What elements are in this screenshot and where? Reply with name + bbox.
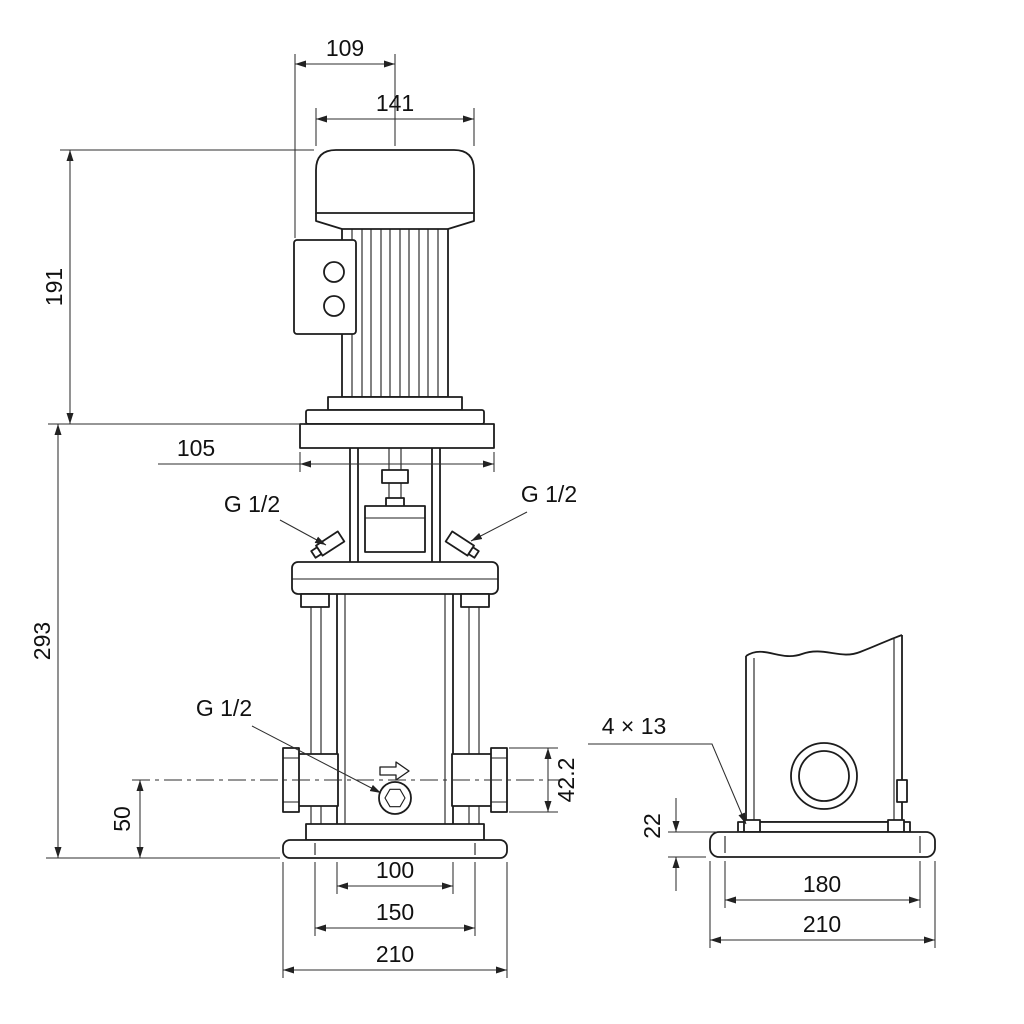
dimension-210-side: 210 — [709, 861, 936, 948]
dimension-210-side-label: 210 — [803, 911, 841, 937]
discharge-flange-ticks — [491, 757, 507, 803]
head-plate — [299, 423, 495, 449]
tie-rods — [310, 594, 480, 824]
dimension-191-label: 191 — [41, 268, 67, 306]
dimension-150-label: 150 — [376, 899, 414, 925]
dimension-191: 191 — [41, 149, 314, 425]
dimension-50: 50 — [109, 780, 144, 858]
shaft-collar — [381, 469, 409, 484]
dimension-180: 180 — [724, 861, 921, 908]
dimension-105-label: 105 — [177, 435, 215, 461]
plug-label-drain: G 1/2 — [196, 695, 382, 794]
side-port-inner — [798, 750, 850, 802]
dimension-210-front-label: 210 — [376, 941, 414, 967]
plug-drain-label: G 1/2 — [196, 695, 252, 721]
dimension-141: 141 — [315, 90, 475, 146]
dimension-42-2-label: 42.2 — [553, 758, 579, 803]
motor-fan-cover — [315, 149, 475, 214]
lantern-posts — [349, 448, 441, 562]
drain-plug-hex — [384, 788, 406, 808]
dimension-150: 150 — [314, 862, 476, 936]
dimension-100-label: 100 — [376, 857, 414, 883]
dimension-293-label: 293 — [29, 622, 55, 660]
base-upper — [305, 823, 485, 841]
motor-cooling-fins — [351, 229, 439, 397]
suction-flange-ticks — [283, 757, 299, 803]
dimensions: 109 141 191 105 293 G 1/2 — [29, 35, 936, 978]
dimension-100: 100 — [336, 857, 454, 894]
dimension-22: 22 — [639, 798, 740, 891]
dimension-210-front: 210 — [282, 862, 508, 978]
dimension-109-label: 109 — [326, 35, 364, 61]
break-line — [745, 634, 903, 657]
dimension-293: 293 — [29, 424, 280, 859]
vent-plug-left — [310, 530, 346, 559]
side-base-bolt-marks — [724, 836, 921, 853]
cable-entry-top — [323, 261, 345, 283]
side-bolt-tab-left — [743, 819, 761, 833]
pump-head — [291, 423, 499, 595]
side-bolt-tab-right — [887, 819, 905, 833]
pump-base-front — [282, 823, 508, 859]
tie-rod-nut-right — [460, 593, 490, 608]
side-port-outer — [790, 742, 858, 810]
flow-direction-arrow — [379, 761, 410, 781]
tie-rod-nut-left — [300, 593, 330, 608]
motor-flange-upper — [327, 396, 463, 411]
dimension-42-2: 42.2 — [509, 747, 579, 813]
dimension-105: 105 — [158, 435, 495, 472]
coupling-guard — [364, 505, 426, 553]
dimension-141-label: 141 — [376, 90, 414, 116]
plug-top-left-label: G 1/2 — [224, 491, 280, 517]
front-view — [132, 149, 562, 859]
side-nameplate-tab — [896, 779, 908, 803]
bolt-holes-callout: 4 × 13 — [588, 713, 747, 825]
dimension-50-label: 50 — [109, 806, 135, 832]
vent-plug-right — [444, 530, 480, 559]
side-view — [709, 634, 936, 858]
cable-entry-bottom — [323, 295, 345, 317]
base-foot — [282, 839, 508, 859]
side-body-inner-edges — [753, 639, 895, 822]
motor-shoulders — [315, 213, 475, 230]
drain-plug — [378, 781, 412, 815]
bolt-holes-label: 4 × 13 — [602, 713, 667, 739]
side-base-foot — [709, 831, 936, 858]
side-base-upper — [737, 821, 911, 833]
head-flange — [291, 561, 499, 595]
plug-label-top-right: G 1/2 — [470, 481, 577, 542]
motor-stator-housing — [341, 228, 449, 398]
dimension-109: 109 — [294, 35, 396, 238]
terminal-box — [293, 239, 357, 335]
plug-top-right-label: G 1/2 — [521, 481, 577, 507]
sleeve-inner — [344, 594, 446, 824]
dimension-180-label: 180 — [803, 871, 841, 897]
pump-body — [282, 593, 508, 824]
motor-flange-lower — [305, 409, 485, 425]
base-bolt-marks — [314, 843, 476, 855]
dimension-22-label: 22 — [639, 813, 665, 839]
motor — [293, 149, 485, 425]
plug-label-top-left: G 1/2 — [224, 491, 327, 546]
